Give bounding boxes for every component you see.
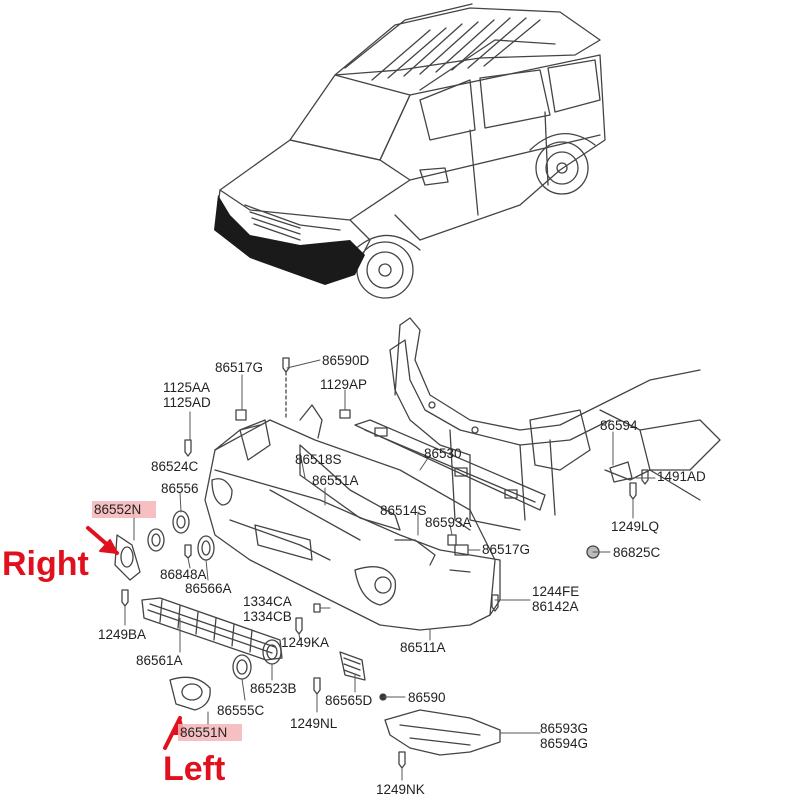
label-86517G-top: 86517G [215, 360, 264, 375]
label-86594G: 86594G [540, 736, 589, 751]
label-86551N: 86551N [180, 725, 228, 740]
label-86556: 86556 [161, 481, 199, 496]
label-86561A: 86561A [136, 653, 183, 668]
label-86594: 86594 [600, 418, 638, 433]
left-side-callout: Left [163, 750, 226, 788]
label-86848A: 86848A [160, 567, 207, 582]
highlight-left-part [178, 724, 242, 741]
label-86524C: 86524C [151, 459, 199, 474]
body-frame [354, 317, 721, 531]
label-1249BA: 1249BA [98, 627, 147, 642]
label-86565D: 86565D [325, 693, 373, 708]
label-86590: 86590 [408, 690, 446, 705]
label-86593A: 86593A [425, 515, 472, 530]
label-1244FE: 1244FE [532, 584, 580, 599]
label-86530: 86530 [424, 446, 462, 461]
highlight-right-part [92, 501, 156, 518]
label-86142A: 86142A [532, 599, 579, 614]
upper-brackets [239, 404, 436, 566]
label-86590D: 86590D [322, 353, 370, 368]
label-1334CB: 1334CB [243, 609, 292, 624]
right-side-callout: Right [2, 545, 89, 583]
label-86523B: 86523B [250, 681, 297, 696]
label-86511A: 86511A [400, 640, 446, 655]
label-86518S: 86518S [295, 452, 342, 467]
label-86566A: 86566A [185, 581, 232, 596]
label-1249NK: 1249NK [376, 782, 425, 797]
label-86825C: 86825C [613, 545, 661, 560]
label-86517G-mid: 86517G [482, 542, 531, 557]
label-86555C: 86555C [217, 703, 265, 718]
label-1125AA: 1125AA [163, 380, 211, 395]
label-1249LQ: 1249LQ [611, 519, 660, 534]
label-1491AD: 1491AD [657, 469, 706, 484]
label-86551A: 86551A [312, 473, 359, 488]
label-1125AD: 1125AD [163, 395, 211, 410]
label-86552N: 86552N [94, 502, 142, 517]
label-86514S: 86514S [380, 503, 427, 518]
suv-illustration [214, 3, 606, 299]
label-86593G: 86593G [540, 721, 589, 736]
label-1249KA: 1249KA [281, 635, 330, 650]
label-1249NL: 1249NL [290, 716, 338, 731]
label-1334CA: 1334CA [243, 594, 292, 609]
label-1129AP: 1129AP [320, 377, 368, 392]
